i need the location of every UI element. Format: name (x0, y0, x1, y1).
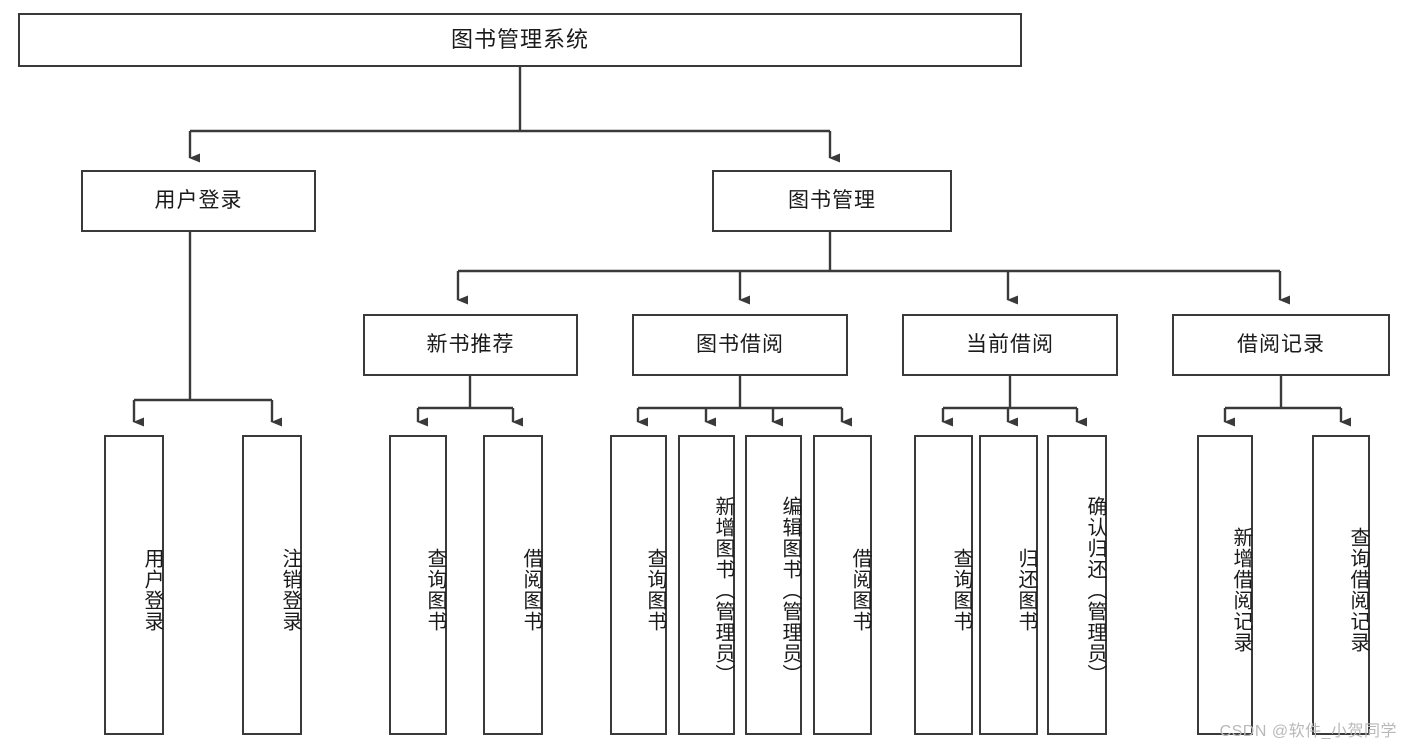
node-label: 用户登录 (154, 189, 243, 213)
node-label: 借阅图书 (520, 548, 542, 632)
leaf-borrow-book-recommend[interactable]: 借阅图书 (483, 435, 543, 735)
leaf-query-book-recommend[interactable]: 查询图书 (389, 435, 447, 735)
node-label: 当前借阅 (966, 333, 1054, 357)
node-label: 查询图书 (644, 548, 666, 632)
leaf-query-borrow-record[interactable]: 查询借阅记录 (1312, 435, 1370, 735)
leaf-query-book-current[interactable]: 查询图书 (914, 435, 973, 735)
watermark-text: CSDN @软件_小贺同学 (1219, 723, 1397, 740)
leaf-add-book-admin[interactable]: 新增图书（管理员） (678, 435, 735, 735)
leaf-user-logout[interactable]: 注销登录 (242, 435, 302, 735)
node-borrow-record[interactable]: 借阅记录 (1172, 314, 1390, 376)
leaf-query-book-borrow[interactable]: 查询图书 (610, 435, 667, 735)
leaf-add-borrow-record[interactable]: 新增借阅记录 (1197, 435, 1253, 735)
node-book-management[interactable]: 图书管理 (712, 170, 952, 232)
node-root-system[interactable]: 图书管理系统 (18, 13, 1022, 67)
node-label: 新增图书（管理员） (712, 495, 734, 685)
node-label: 注销登录 (279, 548, 301, 632)
node-label: 查询图书 (950, 548, 972, 632)
node-label: 归还图书 (1015, 548, 1037, 632)
node-label: 用户登录 (141, 548, 163, 632)
node-user-login[interactable]: 用户登录 (81, 170, 316, 232)
leaf-borrow-book[interactable]: 借阅图书 (813, 435, 872, 735)
node-current-borrow[interactable]: 当前借阅 (902, 314, 1118, 376)
node-label: 新增借阅记录 (1230, 527, 1252, 653)
node-new-book-recommend[interactable]: 新书推荐 (363, 314, 578, 376)
node-label: 查询借阅记录 (1347, 527, 1369, 653)
node-label: 借阅图书 (849, 548, 871, 632)
leaf-confirm-return-admin[interactable]: 确认归还（管理员） (1047, 435, 1107, 735)
node-label: 编辑图书（管理员） (779, 495, 801, 685)
node-label: 图书管理系统 (450, 26, 589, 52)
node-label: 图书管理 (788, 189, 876, 213)
node-label: 图书借阅 (696, 333, 784, 357)
node-label: 借阅记录 (1237, 333, 1325, 357)
leaf-return-book[interactable]: 归还图书 (979, 435, 1038, 735)
leaf-user-login[interactable]: 用户登录 (104, 435, 164, 735)
leaf-edit-book-admin[interactable]: 编辑图书（管理员） (745, 435, 802, 735)
node-label: 查询图书 (424, 548, 446, 632)
node-label: 确认归还（管理员） (1084, 495, 1106, 685)
node-book-borrow[interactable]: 图书借阅 (632, 314, 848, 376)
node-label: 新书推荐 (426, 333, 515, 357)
